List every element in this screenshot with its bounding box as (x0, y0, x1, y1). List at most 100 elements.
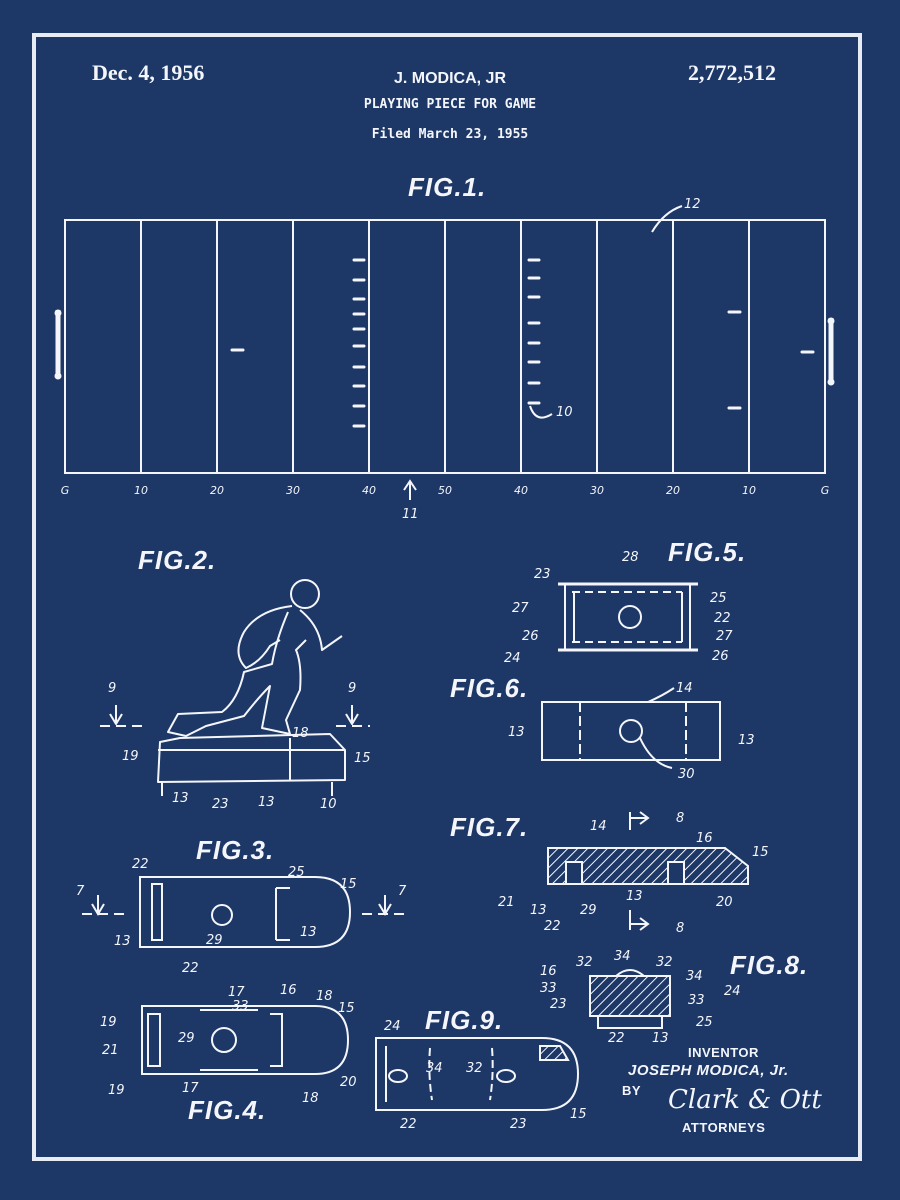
goal-post-right (827, 317, 835, 386)
fig3-top-view (82, 876, 404, 948)
fig4-ref-33: 33 (232, 999, 249, 1014)
fig5-label: FIG.5. (668, 537, 747, 567)
fig8-body (589, 975, 671, 1017)
fig2-ref-18: 18 (292, 726, 309, 741)
fig7-ref-29: 29 (580, 903, 597, 918)
fig6-ref-13-right: 13 (738, 733, 755, 748)
fig5-ref-28: 28 (622, 550, 639, 565)
team-a-pieces (230, 258, 366, 428)
fig2-ref-15: 15 (354, 751, 371, 766)
fig2-ref-23: 23 (212, 797, 229, 812)
fig6-ref-14: 14 (676, 681, 693, 696)
fig4-ref-15: 15 (338, 1001, 355, 1016)
yard-label: G (61, 484, 70, 497)
fig7-ref-13-right: 13 (626, 889, 643, 904)
yard-label: 10 (742, 484, 756, 497)
fig8-ref-24: 24 (724, 984, 741, 999)
fig4-bottom-view (141, 1005, 350, 1075)
fig8-ref-16: 16 (540, 964, 557, 979)
fig5-ref-25: 25 (710, 591, 727, 606)
fig6-body (541, 701, 721, 761)
fig1-field (54, 205, 835, 500)
yard-label: G (821, 484, 830, 497)
fig5-end-view (558, 582, 698, 652)
fig2-ref-10: 10 (320, 797, 337, 812)
fig6-ref-13-left: 13 (508, 725, 525, 740)
fig7-ref-16: 16 (696, 831, 713, 846)
fig6-ref-30: 30 (678, 767, 695, 782)
fig2-ref-9-left: 9 (108, 681, 116, 696)
fig2-ref-19: 19 (122, 749, 139, 764)
ref-leader-10 (529, 405, 553, 419)
fig5-ref-23: 23 (534, 567, 551, 582)
fig8-ref-32-right: 32 (656, 955, 673, 970)
fig4-ref-19-top: 19 (100, 1015, 117, 1030)
by-label: BY (622, 1083, 642, 1098)
fig9-ref-34: 34 (426, 1061, 443, 1076)
fig7-ref-22: 22 (544, 919, 561, 934)
fig3-ref-29: 29 (206, 933, 223, 948)
attorneys-label: ATTORNEYS (682, 1120, 766, 1135)
fig7-body (547, 847, 749, 885)
patent-number: 2,772,512 (688, 60, 776, 85)
fig2-ref-9-right: 9 (348, 681, 356, 696)
fig9-ref-24: 24 (384, 1019, 401, 1034)
yard-label: 10 (134, 484, 148, 497)
fig8-ref-25: 25 (696, 1015, 713, 1030)
fig7-ref-14: 14 (590, 819, 607, 834)
ref-10: 10 (556, 405, 573, 420)
fig4-ref-19-bottom: 19 (108, 1083, 125, 1098)
fig9-ref-15: 15 (570, 1107, 587, 1122)
yard-label: 20 (666, 484, 680, 497)
fig8-ref-33-right: 33 (688, 993, 705, 1008)
yard-lines (140, 220, 750, 473)
fig9-label: FIG.9. (425, 1005, 504, 1035)
yard-label: 40 (514, 484, 528, 497)
inventor-heading: J. MODICA, JR (393, 70, 506, 87)
fig3-ref-15: 15 (340, 877, 357, 892)
fig2-base (157, 733, 346, 783)
fig9-ref-32: 32 (466, 1061, 483, 1076)
fig4-ref-18-top: 18 (316, 989, 333, 1004)
yard-label: 30 (286, 484, 300, 497)
fig2-ref-13-left: 13 (172, 791, 189, 806)
fig6-label: FIG.6. (450, 673, 529, 703)
fig2-front-arm (299, 609, 343, 651)
fig3-ref-7-right: 7 (398, 884, 407, 899)
fig3-ref-22-bottom: 22 (182, 961, 199, 976)
yard-label: 30 (590, 484, 604, 497)
fig5-ref-26-left: 26 (522, 629, 539, 644)
inventor-label: INVENTOR (688, 1045, 759, 1060)
fig8-ref-32-left: 32 (576, 955, 593, 970)
fig2-helmet (290, 579, 320, 609)
fig3-outline (139, 876, 352, 948)
fig4-ref-18-bottom: 18 (302, 1091, 319, 1106)
fig2-back-arm (237, 605, 293, 669)
fig5-ref-27-right: 27 (716, 629, 733, 644)
fig9-view (375, 1037, 580, 1111)
inventor-name: JOSEPH MODICA, Jr. (628, 1062, 789, 1079)
fig4-ref-16: 16 (280, 983, 297, 998)
fig3-ref-7-left: 7 (76, 884, 85, 899)
fig8-ref-33-left: 33 (540, 981, 557, 996)
fig8-ref-22: 22 (608, 1031, 625, 1046)
fig3-label: FIG.3. (196, 835, 275, 865)
fig8-ref-34-right: 34 (686, 969, 703, 984)
ref-12: 12 (684, 197, 701, 212)
fig5-ref-22: 22 (714, 611, 731, 626)
fig7-ref-15: 15 (752, 845, 769, 860)
fig7-ref-21: 21 (498, 895, 515, 910)
fig7-ref-13-left: 13 (530, 903, 547, 918)
fig4-ref-17-top: 17 (228, 985, 245, 1000)
fig3-ref-25: 25 (288, 865, 305, 880)
patent-title: PLAYING PIECE FOR GAME (363, 97, 537, 112)
patent-date: Dec. 4, 1956 (92, 60, 205, 85)
fig4-outline (141, 1005, 350, 1075)
fig7-ref-20: 20 (716, 895, 733, 910)
fig8-ref-13: 13 (652, 1031, 669, 1046)
fig8-ref-23: 23 (550, 997, 567, 1012)
ref-leader-11 (403, 479, 417, 500)
fig4-ref-20: 20 (340, 1075, 357, 1090)
fig7-ref-8-bottom: 8 (676, 921, 684, 936)
